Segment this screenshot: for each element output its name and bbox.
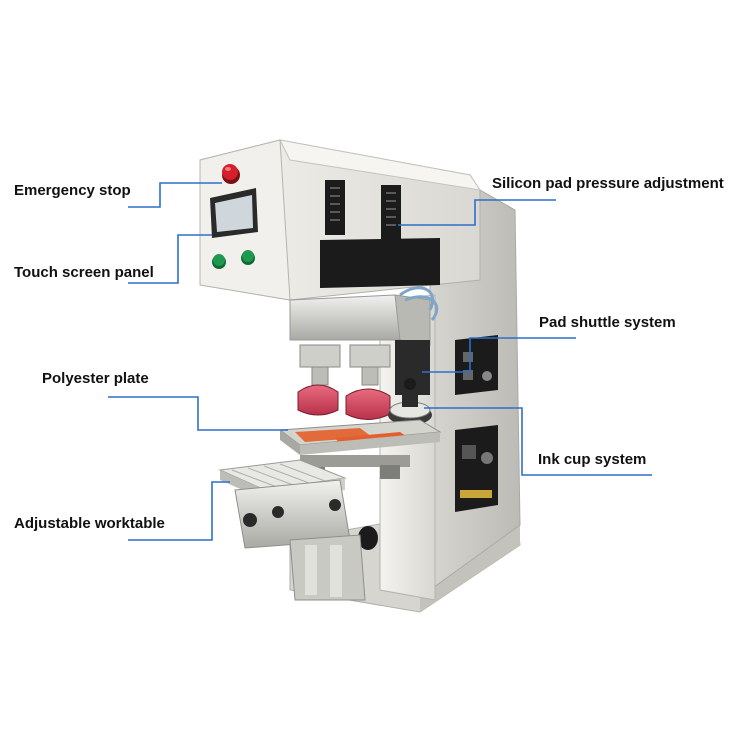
leader-line-pad-shuttle [422, 337, 576, 373]
leader-lines [108, 182, 652, 541]
leader-line-ink-cup [424, 407, 652, 476]
label-pad-shuttle-system: Pad shuttle system [539, 314, 676, 331]
side-control-plate [455, 335, 498, 512]
control-panel [199, 139, 291, 301]
leader-line-touch-screen [128, 234, 212, 284]
ink-cup [388, 378, 432, 425]
leader-line-polyester-plate [108, 396, 288, 431]
silicon-pads [297, 384, 391, 420]
label-ink-cup-system: Ink cup system [538, 451, 647, 468]
leader-line-emergency-stop [128, 182, 222, 208]
emergency-stop-icon [222, 164, 240, 184]
label-emergency-stop: Emergency stop [14, 182, 131, 199]
start-buttons-icon [212, 250, 255, 269]
worktable-knob-icon [243, 499, 378, 550]
polyester-plate [278, 419, 442, 455]
touch-screen-icon [210, 188, 258, 238]
leader-line-worktable [128, 481, 230, 541]
label-silicon-pad-pressure-adjustment: Silicon pad pressure adjustment [492, 175, 724, 192]
label-polyester-plate: Polyester plate [42, 370, 149, 387]
adjustable-worktable [218, 459, 378, 601]
label-touch-screen-panel: Touch screen panel [14, 264, 154, 281]
pad-shuttle-carriage [289, 286, 439, 395]
leader-line-silicon-pad [398, 199, 556, 226]
label-adjustable-worktable: Adjustable worktable [14, 515, 165, 532]
